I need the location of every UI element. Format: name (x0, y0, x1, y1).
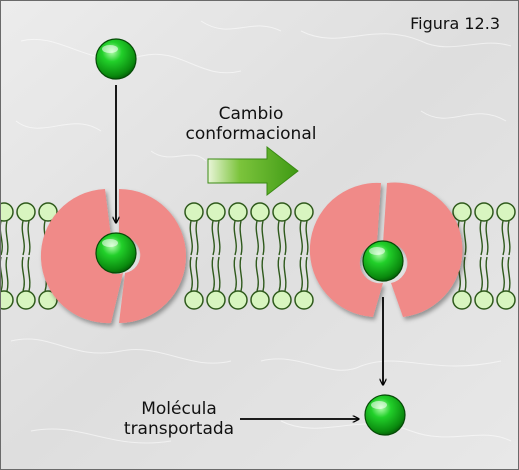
transported-molecule-line-2: transportada (123, 419, 235, 439)
transported-molecule-line-1: Molécula (141, 399, 217, 419)
carrier-protein-open-inside (309, 182, 463, 317)
conformational-change-line-2: conformacional (185, 124, 317, 144)
green-sphere-icon (362, 240, 404, 282)
transported-molecule-label: Molécula transportada (109, 399, 249, 439)
carrier-protein-open-outside (40, 189, 186, 324)
green-sphere-icon (95, 232, 137, 274)
green-sphere-icon (95, 38, 137, 80)
background-texture (10, 20, 512, 444)
conformational-change-label: Cambio conformacional (176, 104, 326, 144)
green-sphere-icon (364, 394, 406, 436)
conformational-change-line-1: Cambio (218, 104, 284, 124)
figure-label: Figura 12.3 (410, 14, 500, 33)
green-right-arrow-icon (207, 145, 299, 197)
